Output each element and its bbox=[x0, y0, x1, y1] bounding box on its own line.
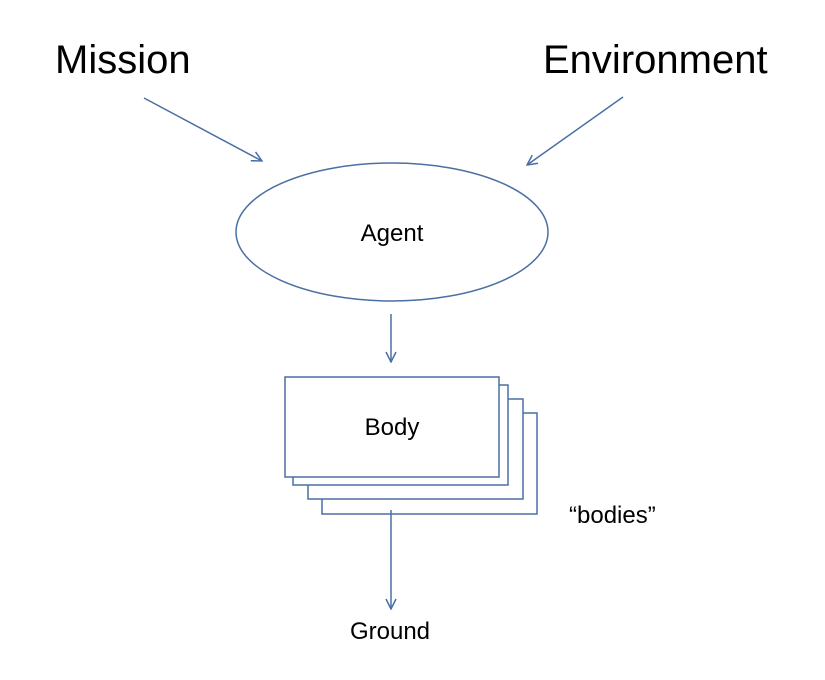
agent-label: Agent bbox=[361, 220, 424, 247]
environment-to-agent-arrow bbox=[527, 96, 624, 165]
agent-node bbox=[235, 162, 549, 302]
mission-label: Mission bbox=[55, 38, 191, 82]
bodies-annotation: “bodies” bbox=[569, 502, 656, 529]
body-label: Body bbox=[365, 414, 420, 441]
mission-to-agent-arrow bbox=[143, 97, 262, 161]
environment-label: Environment bbox=[543, 38, 768, 82]
ground-label: Ground bbox=[350, 618, 430, 645]
body-node bbox=[284, 376, 500, 478]
